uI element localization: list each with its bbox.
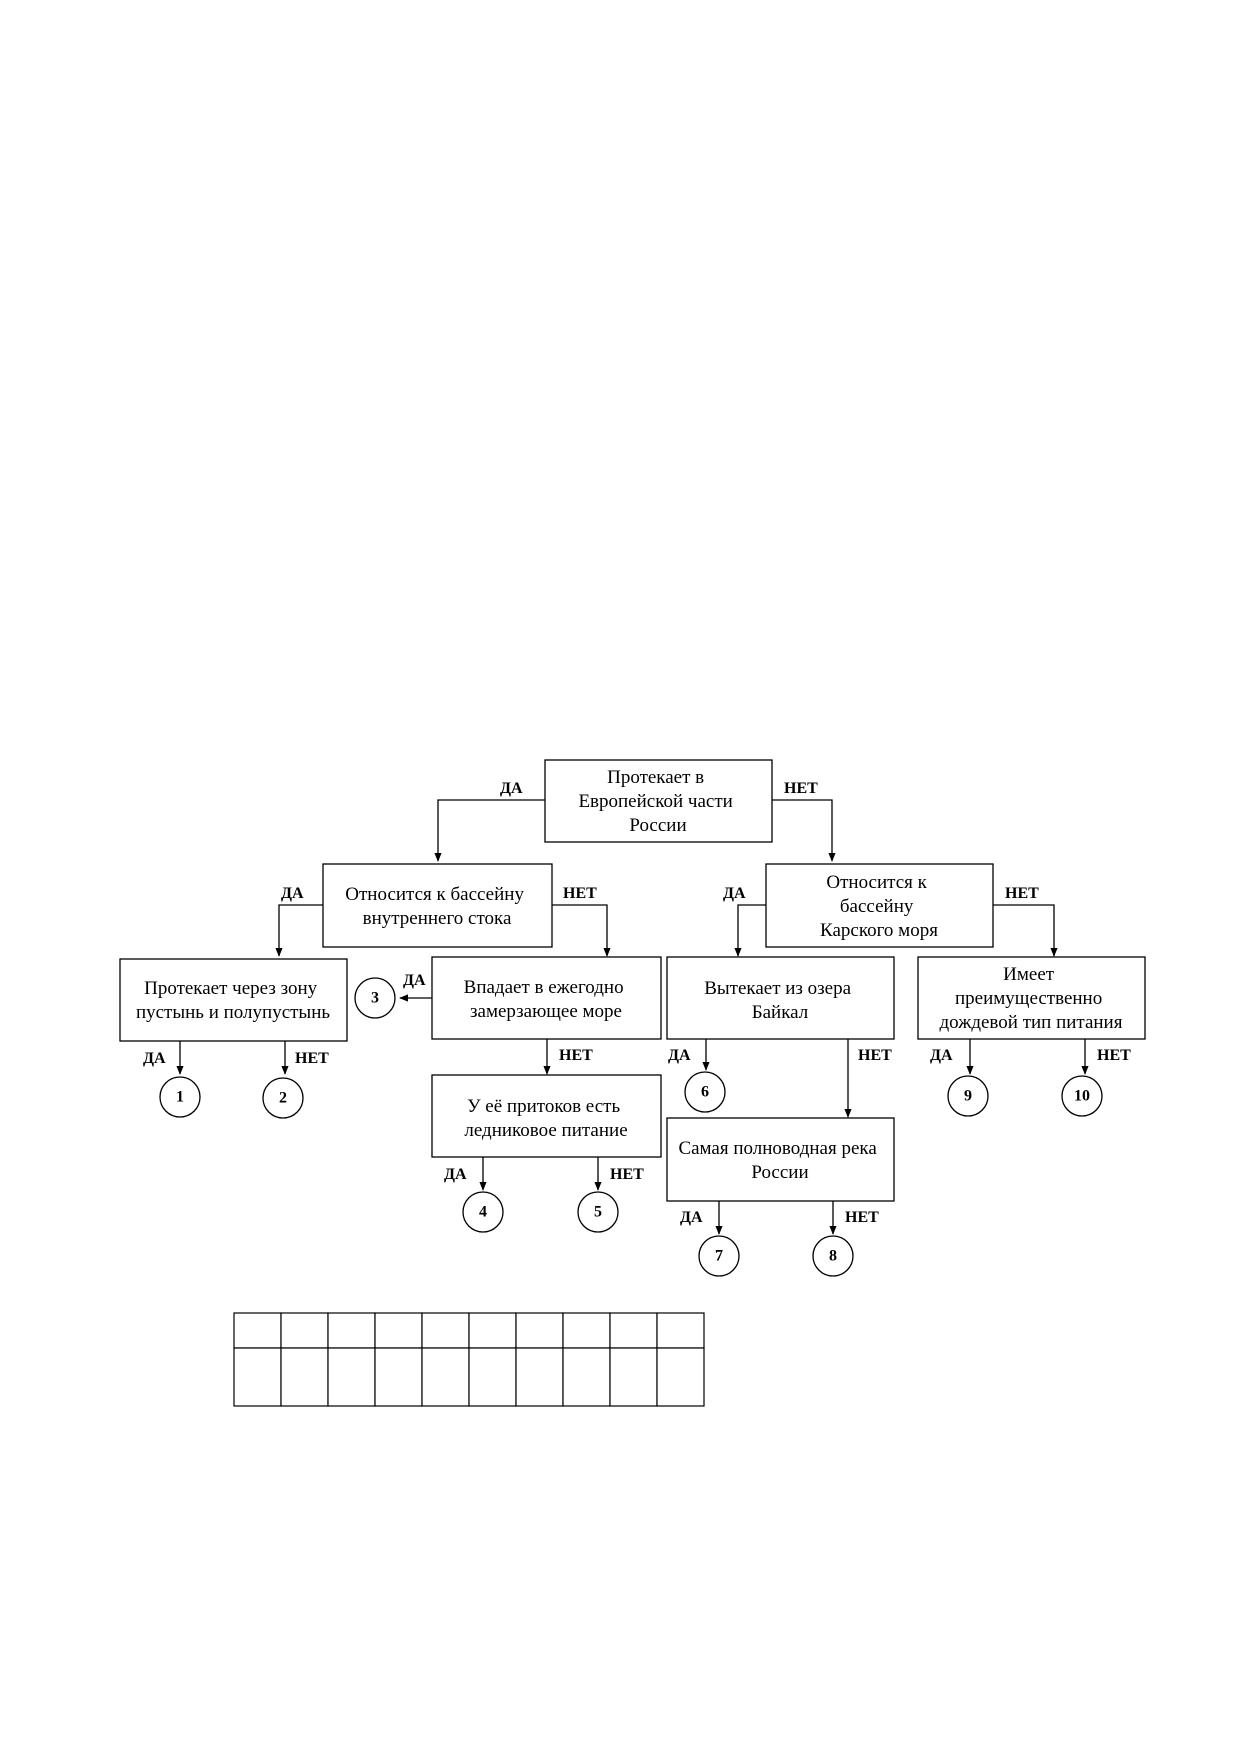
label-no-freezing-sea: НЕТ xyxy=(559,1047,593,1064)
answer-table-cell-r2-c1 xyxy=(233,1347,282,1407)
answer-table-cell-r1-c9 xyxy=(609,1312,658,1349)
label-yes-rain-fed: ДА xyxy=(930,1047,953,1064)
connectors xyxy=(176,799,1089,1235)
answer-number-3: 3 xyxy=(371,990,379,1007)
node-freezing-sea: Впадает в ежегодно замерзающее море xyxy=(431,956,662,1040)
answer-table-cell-r1-c7 xyxy=(515,1312,564,1349)
decision-boxes: Протекает в Европейской части России Отн… xyxy=(119,759,1146,1202)
answer-circle-9: 9 xyxy=(947,1075,989,1117)
node-kara-basin-text: Относится к бассейну Карского моря xyxy=(820,872,938,941)
answer-number-9: 9 xyxy=(964,1088,972,1105)
label-no-full-flowing: НЕТ xyxy=(845,1209,879,1226)
node-glacial-text: У её притоков есть ледниковое питание xyxy=(464,1096,627,1141)
answer-number-1: 1 xyxy=(176,1089,184,1106)
label-no-baikal: НЕТ xyxy=(858,1047,892,1064)
answer-number-8: 8 xyxy=(829,1248,837,1265)
node-inland-basin: Относится к бассейну внутреннего стока xyxy=(322,863,553,948)
label-no-glacial: НЕТ xyxy=(610,1166,644,1183)
label-no-kara: НЕТ xyxy=(1005,885,1039,902)
label-yes-inland: ДА xyxy=(281,885,304,902)
answer-table-cell-r1-c1 xyxy=(233,1312,282,1349)
label-yes-kara: ДА xyxy=(723,885,746,902)
edge-root-to-kara-basin xyxy=(772,799,836,862)
answer-table-cell-r1-c3 xyxy=(327,1312,376,1349)
node-root-text: Протекает в Европейской части России xyxy=(578,767,737,836)
answer-circle-8: 8 xyxy=(812,1235,854,1277)
node-deserts: Протекает через зону пустынь и полупусты… xyxy=(119,958,348,1042)
answer-table-cell-r1-c2 xyxy=(280,1312,329,1349)
answer-table-cell-r2-c10 xyxy=(656,1347,705,1407)
answer-table-cell-r2-c5 xyxy=(421,1347,470,1407)
label-no-inland: НЕТ xyxy=(563,885,597,902)
label-yes-baikal: ДА xyxy=(668,1047,691,1064)
answer-table-cell-r2-c4 xyxy=(374,1347,423,1407)
answer-number-5: 5 xyxy=(594,1204,602,1221)
edge-root-to-inland-basin xyxy=(434,799,545,862)
answer-table-cell-r1-c10 xyxy=(656,1312,705,1349)
label-no-deserts: НЕТ xyxy=(295,1050,329,1067)
node-baikal: Вытекает из озера Байкал xyxy=(666,956,895,1040)
answer-table-cell-r1-c4 xyxy=(374,1312,423,1349)
answer-table-cell-r2-c2 xyxy=(280,1347,329,1407)
node-freezing-sea-text: Впадает в ежегодно замерзающее море xyxy=(464,977,629,1022)
node-kara-basin: Относится к бассейну Карского моря xyxy=(765,863,994,948)
edge-inland-to-deserts xyxy=(275,904,323,957)
answer-circle-4: 4 xyxy=(462,1191,504,1233)
answer-number-7: 7 xyxy=(715,1248,723,1265)
label-no-rain-fed: НЕТ xyxy=(1097,1047,1131,1064)
answer-circle-1: 1 xyxy=(159,1076,201,1118)
answer-circle-5: 5 xyxy=(577,1191,619,1233)
label-yes-glacial: ДА xyxy=(444,1166,467,1183)
label-yes-deserts: ДА xyxy=(143,1050,166,1067)
answer-circle-10: 10 xyxy=(1061,1075,1103,1117)
label-yes-freezing-sea: ДА xyxy=(403,972,426,989)
answer-table-cell-r2-c3 xyxy=(327,1347,376,1407)
answer-circle-3: 3 xyxy=(354,977,396,1019)
answer-circle-7: 7 xyxy=(698,1235,740,1277)
node-full-flowing: Самая полноводная река России xyxy=(666,1117,895,1202)
answer-circle-6: 6 xyxy=(684,1071,726,1113)
node-glacial: У её притоков есть ледниковое питание xyxy=(431,1074,662,1158)
label-yes-full-flowing: ДА xyxy=(680,1209,703,1226)
node-deserts-text: Протекает через зону пустынь и полупусты… xyxy=(136,978,330,1023)
answer-circles: 1 2 3 4 5 6 7 8 xyxy=(159,977,1103,1277)
answer-table-cell-r1-c6 xyxy=(468,1312,517,1349)
edge-kara-to-baikal xyxy=(734,904,766,957)
answer-table-cell-r1-c8 xyxy=(562,1312,611,1349)
answer-table-cell-r2-c9 xyxy=(609,1347,658,1407)
label-no-root: НЕТ xyxy=(784,780,818,797)
answer-table xyxy=(233,1312,705,1407)
answer-table-cell-r2-c6 xyxy=(468,1347,517,1407)
edge-kara-to-rain-fed xyxy=(993,904,1058,957)
answer-table-cell-r1-c5 xyxy=(421,1312,470,1349)
node-rain-fed-text: Имеет преимущественно дождевой тип питан… xyxy=(940,964,1123,1033)
answer-number-2: 2 xyxy=(279,1090,287,1107)
answer-number-10: 10 xyxy=(1074,1088,1090,1105)
edge-inland-to-freezing-sea xyxy=(552,904,611,957)
node-rain-fed: Имеет преимущественно дождевой тип питан… xyxy=(917,956,1146,1040)
node-baikal-text: Вытекает из озера Байкал xyxy=(704,978,856,1023)
node-root: Протекает в Европейской части России xyxy=(544,759,773,843)
node-inland-basin-text: Относится к бассейну внутреннего стока xyxy=(345,884,528,929)
answer-table-cell-r2-c7 xyxy=(515,1347,564,1407)
node-full-flowing-text: Самая полноводная река России xyxy=(678,1138,881,1183)
answer-number-4: 4 xyxy=(479,1204,487,1221)
answer-number-6: 6 xyxy=(701,1084,709,1101)
answer-circle-2: 2 xyxy=(262,1077,304,1119)
label-yes-root: ДА xyxy=(500,780,523,797)
edge-labels: ДА НЕТ ДА НЕТ ДА НЕТ ДА НЕТ ДА НЕТ ДА НЕ… xyxy=(143,780,1131,1226)
answer-table-cell-r2-c8 xyxy=(562,1347,611,1407)
